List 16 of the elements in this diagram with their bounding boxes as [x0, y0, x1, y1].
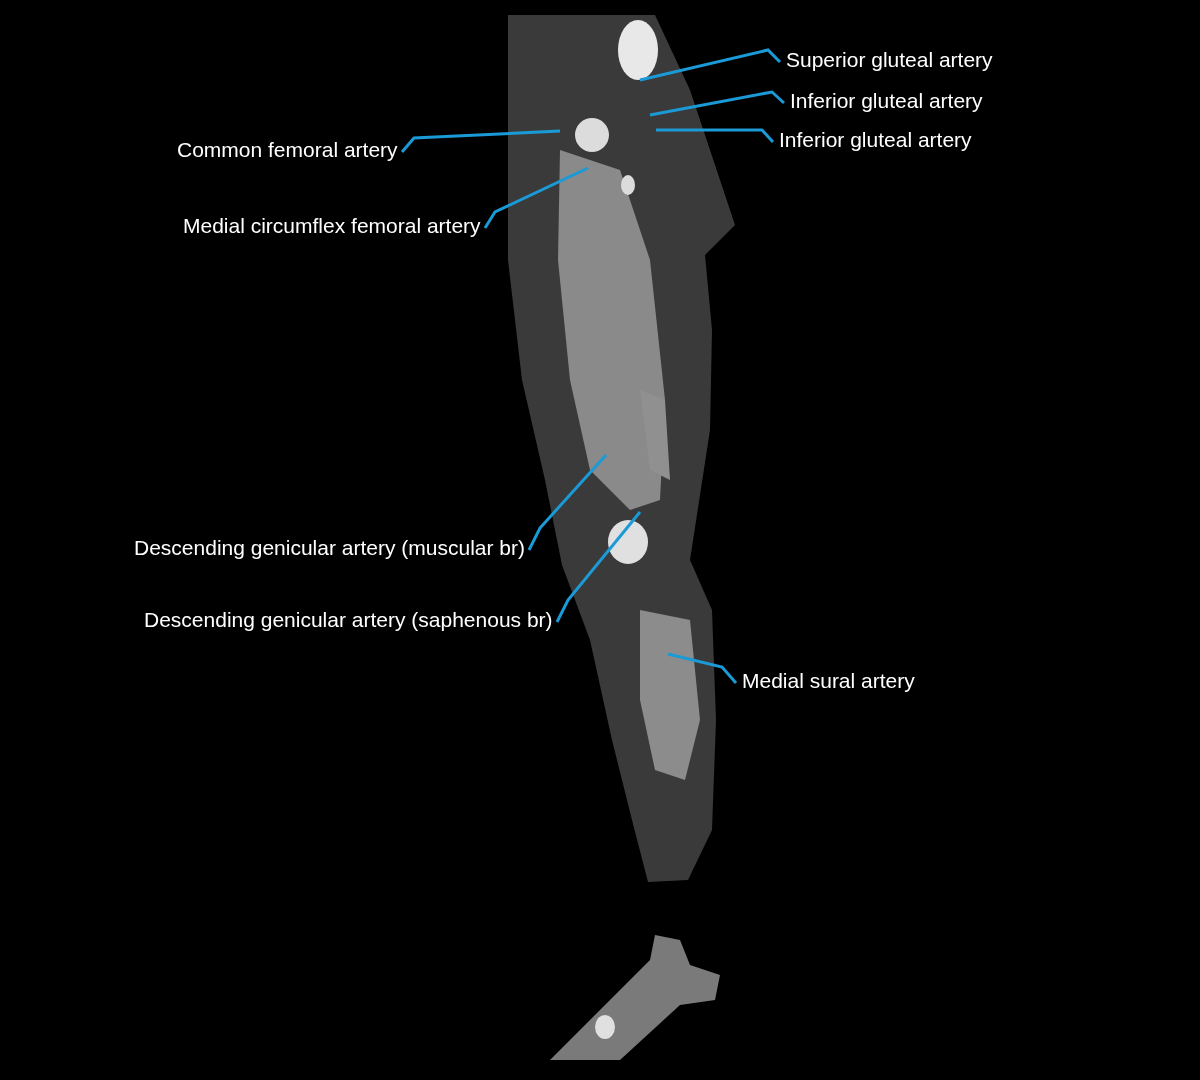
artery-label: Inferior gluteal artery	[790, 88, 983, 114]
leader-line	[555, 511, 642, 623]
artery-label: Superior gluteal artery	[786, 47, 993, 73]
leader-line	[656, 128, 775, 143]
artery-label: Descending genicular artery (muscular br)	[134, 535, 525, 561]
artery-label: Common femoral artery	[177, 137, 398, 163]
leader-line	[649, 90, 785, 117]
artery-label: Inferior gluteal artery	[779, 127, 972, 153]
leader-line	[527, 454, 608, 551]
leader-line	[483, 166, 589, 229]
leader-line	[667, 652, 738, 684]
artery-label: Medial circumflex femoral artery	[183, 213, 481, 239]
leader-line	[400, 129, 561, 153]
artery-label: Descending genicular artery (saphenous br)	[144, 607, 553, 633]
leader-line	[639, 48, 782, 82]
artery-label: Medial sural artery	[742, 668, 915, 694]
